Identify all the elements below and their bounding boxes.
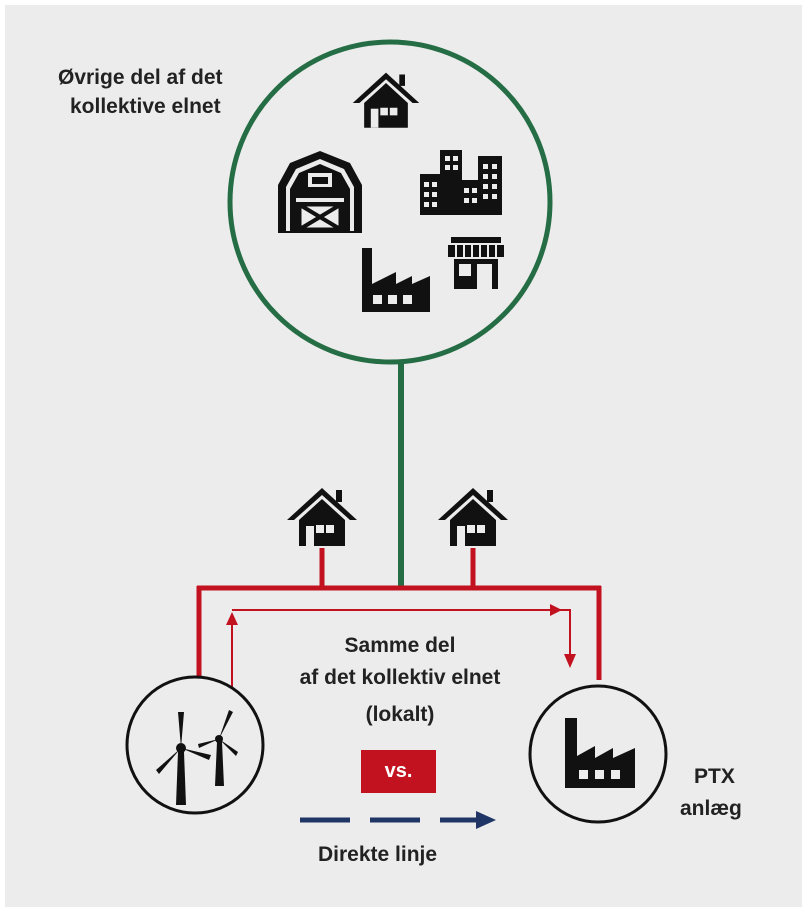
- factory-icon: [362, 248, 430, 312]
- wind-turbine-icon: [156, 710, 238, 805]
- house-icon: [287, 488, 357, 546]
- local-grid-label: Samme del: [344, 634, 456, 657]
- city-buildings-icon: [420, 150, 502, 215]
- house-icon: [352, 72, 420, 128]
- versus-badge: vs.: [361, 750, 436, 793]
- local-grid-label: (lokalt): [365, 703, 435, 726]
- collective-grid-label: Øvrige del af det: [58, 66, 223, 89]
- local-grid-label: af det kollektiv elnet: [299, 666, 501, 689]
- ptx-plant-label: PTX: [694, 765, 735, 788]
- wind-farm-circle: [125, 675, 265, 815]
- barn-icon: [278, 151, 362, 233]
- local-grid-lines: [196, 548, 602, 685]
- collective-grid-circle: [227, 39, 553, 365]
- ptx-plant-label: anlæg: [680, 797, 742, 820]
- house-icon: [438, 488, 508, 546]
- factory-icon: [565, 718, 635, 788]
- direct-line-arrow: [300, 811, 496, 829]
- shop-icon: [448, 237, 504, 289]
- direct-line-label: Direkte linje: [318, 843, 438, 866]
- local-flow-arrow: [226, 604, 576, 695]
- collective-grid-label: kollektive elnet: [70, 95, 221, 118]
